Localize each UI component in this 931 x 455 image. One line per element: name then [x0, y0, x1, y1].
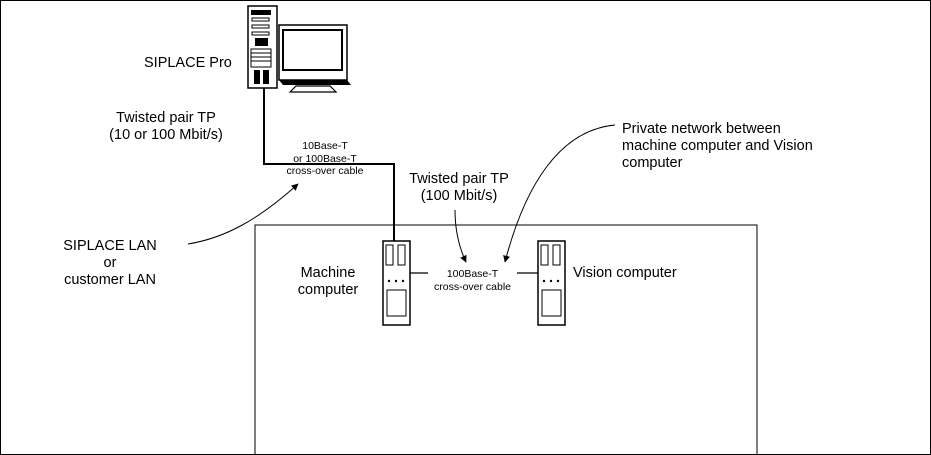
vision-computer-label: Vision computer [573, 265, 677, 282]
machine-computer-label: Machine computer [282, 265, 374, 299]
siplace-lan-label: SIPLACE LAN or customer LAN [50, 238, 170, 289]
vision-computer-icon [538, 241, 565, 325]
arrow-siplace-lan [188, 184, 298, 244]
cable-100base-t-label: 100Base-T cross-over cable [420, 268, 525, 293]
twisted-pair-tp-100-label: Twisted pair TP (100 Mbit/s) [401, 171, 517, 205]
twisted-pair-tp-label: Twisted pair TP (10 or 100 Mbit/s) [98, 110, 234, 144]
monitor-icon [279, 25, 351, 92]
arrow-twisted-pair-100 [455, 210, 466, 262]
workstation-icon [248, 6, 277, 88]
private-network-label: Private network between machine computer… [622, 121, 813, 172]
cable-10-100base-t-label: 10Base-T or 100Base-T cross-over cable [270, 140, 380, 178]
siplace-pro-label: SIPLACE Pro [144, 55, 232, 72]
machine-computer-icon [383, 241, 410, 325]
